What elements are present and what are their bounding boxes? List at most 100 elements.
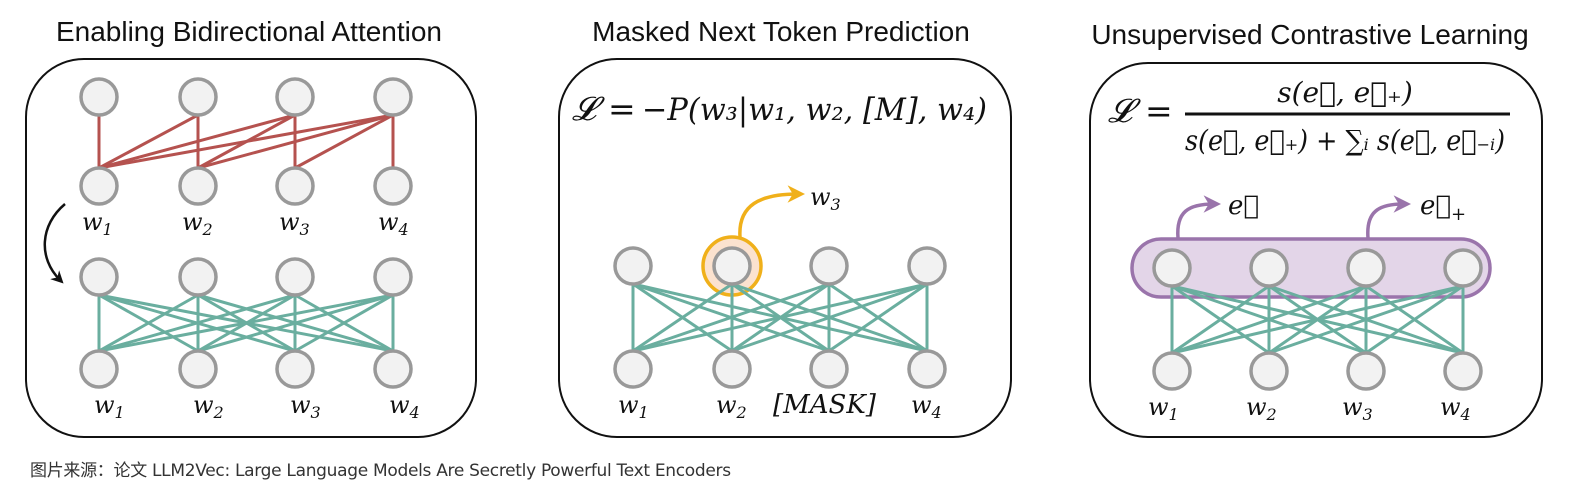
token-label: w4: [911, 391, 942, 422]
token-node: [275, 166, 315, 206]
panel-title: Enabling Bidirectional Attention: [56, 16, 442, 47]
token-label: w2: [716, 391, 747, 422]
mntp-loss-formula: 𝓛 = −P(w₃|w₁, w₂, [M], w₄): [572, 89, 987, 128]
token-nodes: [1152, 248, 1483, 391]
loss-expression: −P(w₃|w₁, w₂, [M], w₄): [642, 92, 987, 128]
token-node: [613, 349, 653, 389]
token-node: [1152, 351, 1192, 391]
attention-edge: [632, 282, 830, 353]
token-nodes: [79, 77, 413, 389]
attention-edge: [294, 293, 394, 353]
equals-sign: =: [1145, 91, 1173, 130]
attention-edge: [1365, 284, 1464, 355]
token-node: [907, 246, 947, 286]
positive-embedding-arrow-icon: [1366, 195, 1411, 239]
attention-edge: [731, 282, 928, 353]
token-label: w1: [94, 391, 125, 422]
input-token-labels: w1 w2 [MASK] w4: [618, 390, 942, 422]
attention-edge: [1171, 284, 1367, 355]
lower-token-labels: w1 w2 w3 w4: [94, 391, 420, 422]
token-node: [712, 349, 752, 389]
causal-edge: [98, 113, 199, 170]
transform-arrow-icon: [43, 203, 66, 284]
attention-edge: [1268, 284, 1464, 355]
token-node: [1346, 248, 1386, 288]
token-node: [907, 349, 947, 389]
predicted-token-label: w3: [810, 183, 841, 214]
attention-edge: [1171, 284, 1270, 355]
token-node: [373, 349, 413, 389]
token-node: [79, 257, 119, 297]
token-nodes: [613, 246, 947, 389]
token-node: [1249, 351, 1289, 391]
token-label: w4: [378, 208, 409, 239]
token-label: w1: [1148, 393, 1179, 424]
token-node: [178, 77, 218, 117]
formula-numerator: s(e⃗, e⃗₊): [1277, 76, 1413, 109]
token-node: [275, 349, 315, 389]
token-node: [1443, 351, 1483, 391]
token-node: [809, 246, 849, 286]
attention-edge: [632, 282, 928, 353]
panel-frame: [558, 58, 1012, 438]
panel-frame: [1089, 62, 1543, 438]
bidirectional-attention-edges: [97, 293, 395, 353]
token-node: [1249, 248, 1289, 288]
upper-token-labels: w1 w2 w3 w4: [82, 208, 409, 239]
panel-title: Masked Next Token Prediction: [592, 16, 970, 47]
token-node: [275, 257, 315, 297]
attention-edge: [98, 293, 199, 353]
token-node: [178, 166, 218, 206]
prediction-arrow-icon: [738, 185, 805, 238]
causal-edge: [294, 113, 394, 170]
token-label: w4: [1440, 393, 1471, 424]
embedding-arrow-icon: [1176, 195, 1221, 239]
token-node: [1346, 351, 1386, 391]
panel-masked-next-token-prediction: Masked Next Token Prediction 𝓛 = −P(w₃|w…: [558, 16, 1012, 438]
causal-attention-edges: [97, 113, 395, 170]
contrastive-loss-formula: 𝓛 = s(e⃗, e⃗₊) s(e⃗, e⃗₊) + ∑ᵢ s(e⃗, e⃗₋…: [1108, 76, 1510, 157]
token-node: [1443, 248, 1483, 288]
token-label: w3: [290, 391, 321, 422]
token-node: [178, 349, 218, 389]
mask-token-label: [MASK]: [773, 390, 877, 420]
loss-symbol: 𝓛: [1108, 91, 1141, 130]
token-node: [613, 246, 653, 286]
attention-edge: [632, 282, 733, 353]
panel-title: Unsupervised Contrastive Learning: [1091, 19, 1528, 50]
token-node: [79, 349, 119, 389]
bidirectional-attention-edges: [1170, 284, 1465, 355]
figure-caption: 图片来源：论文 LLM2Vec: Large Language Models A…: [30, 461, 731, 481]
equals-sign: =: [608, 89, 636, 128]
token-node: [373, 77, 413, 117]
attention-edge: [98, 293, 394, 353]
attention-edge: [197, 293, 394, 353]
token-label: w1: [618, 391, 649, 422]
input-token-labels: w1 w2 w3 w4: [1148, 393, 1471, 424]
loss-symbol: 𝓛: [572, 89, 605, 128]
panel-bidirectional-attention: Enabling Bidirectional Attention w1 w2 w…: [25, 16, 477, 438]
token-node: [275, 77, 315, 117]
token-label: w3: [279, 208, 310, 239]
token-label: w2: [182, 208, 213, 239]
bidirectional-attention-edges: [631, 282, 929, 353]
token-label: w4: [389, 391, 420, 422]
causal-edge: [197, 113, 296, 170]
positive-embedding-label: e⃗+: [1420, 191, 1466, 225]
token-node: [79, 77, 119, 117]
attention-edge: [98, 293, 296, 353]
token-node: [373, 257, 413, 297]
token-node: [79, 166, 119, 206]
formula-denominator: s(e⃗, e⃗₊) + ∑ᵢ s(e⃗, e⃗₋ᵢ): [1185, 124, 1505, 157]
token-label: w2: [193, 391, 224, 422]
token-label: w3: [1342, 393, 1373, 424]
token-label: w1: [82, 208, 113, 239]
panel-unsupervised-contrastive-learning: Unsupervised Contrastive Learning 𝓛 = s(…: [1089, 19, 1543, 438]
token-label: w2: [1246, 393, 1277, 424]
panel-frame: [25, 58, 477, 438]
pooling-group: [1130, 237, 1492, 299]
token-node: [809, 349, 849, 389]
token-node: [1152, 248, 1192, 288]
embedding-label: e⃗: [1228, 191, 1259, 221]
